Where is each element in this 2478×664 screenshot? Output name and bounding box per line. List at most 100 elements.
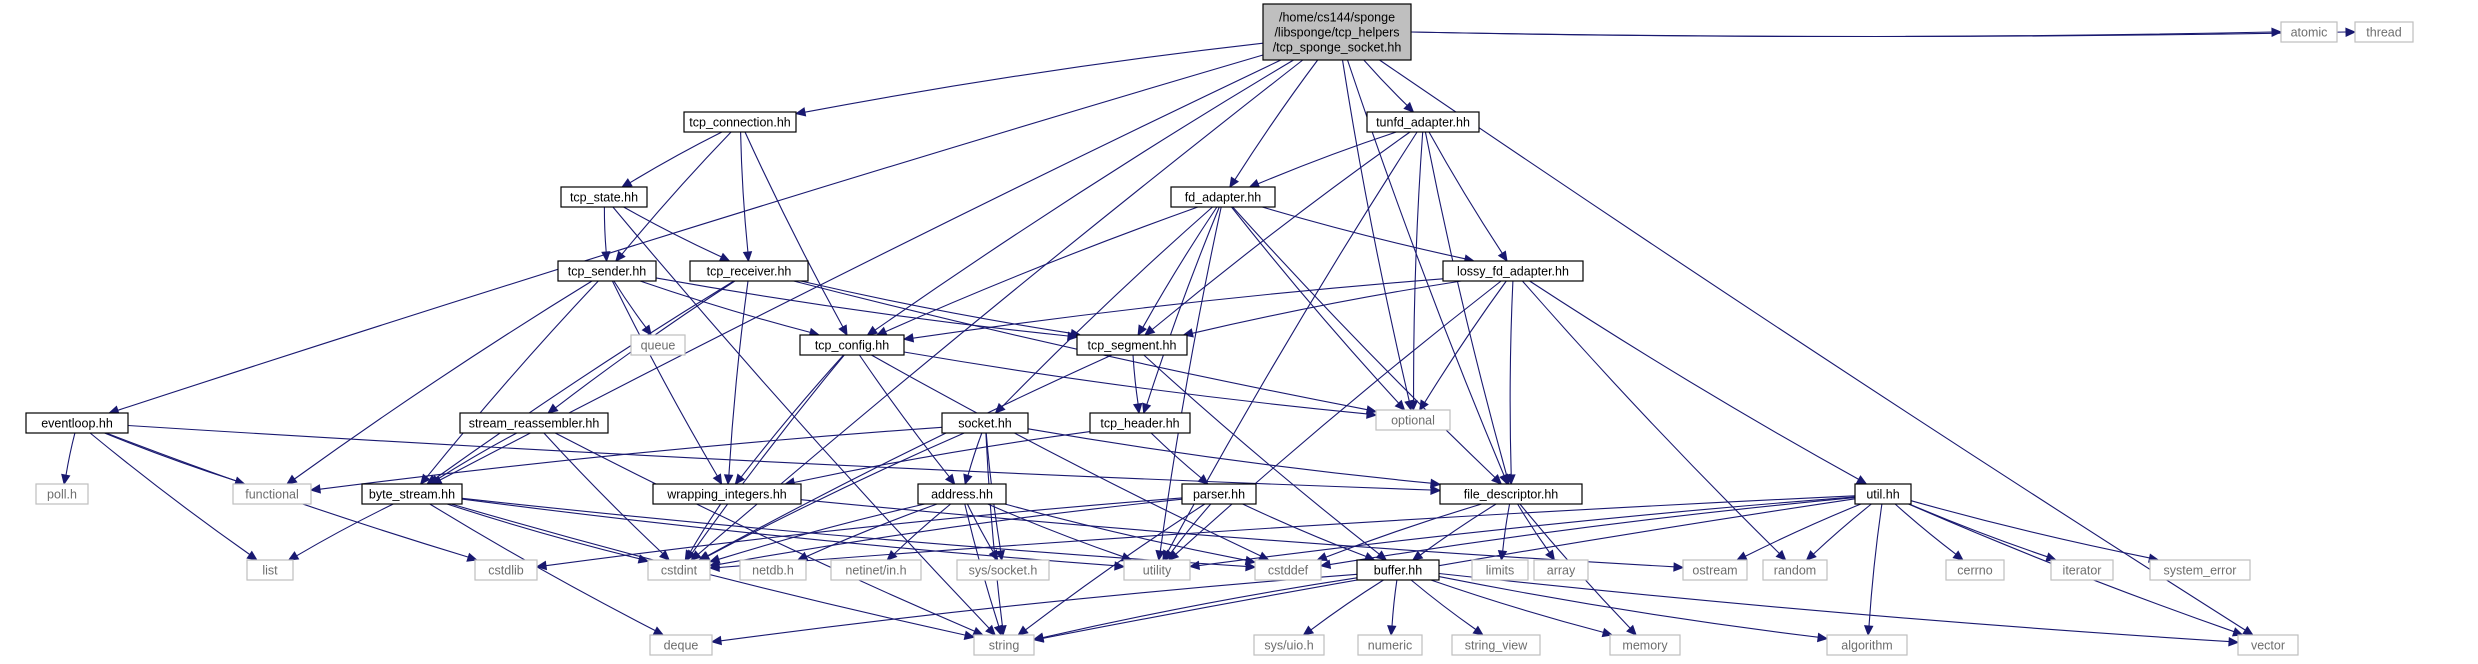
edge-socket-to-file_descriptor <box>1027 428 1442 489</box>
node-label: numeric <box>1368 639 1412 653</box>
edge-tcp_receiver-to-wrapping_integers <box>723 280 749 486</box>
node-lossy-fd-adapter[interactable]: lossy_fd_adapter.hh <box>1442 260 1584 282</box>
edge-eventloop-to-poll_h <box>61 432 76 486</box>
edge-parser-to-cstdlib <box>535 497 1183 571</box>
edge-tunfd_adapter-to-fd_adapter <box>1248 131 1397 188</box>
node-label: parser.hh <box>1193 488 1245 502</box>
node-buffer[interactable]: buffer.hh <box>1356 559 1440 581</box>
edge-lossy_fd_adapter-to-optional <box>1419 280 1507 412</box>
node-fd-adapter[interactable]: fd_adapter.hh <box>1170 186 1276 208</box>
node-cstddef: cstddef <box>1254 559 1322 581</box>
edge-util-to-utility <box>1188 496 1856 570</box>
node-random: random <box>1762 559 1828 581</box>
edge-buffer-to-deque <box>710 573 1358 646</box>
node-label: tcp_state.hh <box>570 191 638 205</box>
edge-tcp_config-to-optional <box>903 351 1378 419</box>
node-label: poll.h <box>47 488 77 502</box>
node-address[interactable]: address.hh <box>917 483 1007 505</box>
node-queue: queue <box>630 334 686 356</box>
node-sys-socket-h: sys/socket.h <box>956 559 1050 581</box>
edge-tcp_connection-to-tcp_sender <box>615 131 732 262</box>
edge-root-to-thread <box>1410 27 2357 38</box>
node-label: util.hh <box>1866 488 1899 502</box>
node-label: array <box>1547 564 1576 578</box>
node-label: limits <box>1486 564 1514 578</box>
edge-wrapping_integers-to-cstdint <box>684 503 722 562</box>
edge-tcp_state-to-string <box>612 206 996 636</box>
edge-socket-to-address <box>963 432 983 486</box>
node-tcp-segment[interactable]: tcp_segment.hh <box>1076 334 1188 356</box>
node-algorithm: algorithm <box>1826 634 1908 656</box>
edge-lossy_fd_adapter-to-util <box>1529 280 1868 485</box>
node-poll-h: poll.h <box>35 483 89 505</box>
edge-tcp_sender-to-tcp_config <box>639 280 821 338</box>
node-parser[interactable]: parser.hh <box>1181 483 1257 505</box>
node-util[interactable]: util.hh <box>1854 483 1912 505</box>
node-root[interactable]: /home/cs144/sponge/libsponge/tcp_helpers… <box>1262 3 1412 61</box>
edge-buffer-to-sys_uio_h <box>1302 579 1384 636</box>
node-label: eventloop.hh <box>41 417 113 431</box>
node-label: tcp_header.hh <box>1100 417 1179 431</box>
node-tcp-state[interactable]: tcp_state.hh <box>560 186 648 208</box>
node-eventloop[interactable]: eventloop.hh <box>25 412 129 434</box>
edge-wrapping_integers-to-ostream <box>800 499 1685 572</box>
edge-fd_adapter-to-file_descriptor <box>1232 206 1503 485</box>
edge-root-to-tunfd_adapter <box>1363 59 1415 113</box>
edge-util-to-random <box>1805 503 1872 561</box>
node-socket[interactable]: socket.hh <box>941 412 1029 434</box>
edge-socket-to-functional <box>309 426 943 494</box>
node-label: utility <box>1143 564 1172 578</box>
edge-tcp_connection-to-tcp_config <box>744 131 848 337</box>
node-array: array <box>1533 559 1589 581</box>
node-tcp-sender[interactable]: tcp_sender.hh <box>557 260 657 282</box>
edge-buffer-to-string_view <box>1410 579 1484 636</box>
node-byte-stream[interactable]: byte_stream.hh <box>361 483 463 505</box>
edge-file_descriptor-to-limits <box>1497 503 1511 562</box>
edge-buffer-to-memory <box>1430 579 1614 638</box>
edge-tunfd_adapter-to-tcp_segment <box>1144 131 1411 336</box>
node-tcp-connection[interactable]: tcp_connection.hh <box>683 111 797 133</box>
node-label: sys/socket.h <box>969 564 1038 578</box>
edge-tcp_connection-to-tcp_state <box>621 131 723 188</box>
node-label: optional <box>1391 414 1435 428</box>
edge-tcp_receiver-to-byte_stream <box>426 280 735 485</box>
edge-byte_stream-to-cstddef <box>461 497 1257 572</box>
edge-tcp_connection-to-tcp_receiver <box>740 131 753 263</box>
node-label: queue <box>641 339 676 353</box>
node-tcp-receiver[interactable]: tcp_receiver.hh <box>689 260 809 282</box>
node-file-descriptor[interactable]: file_descriptor.hh <box>1439 483 1583 505</box>
node-label: cerrno <box>1957 564 1992 578</box>
node-stream-reassembler[interactable]: stream_reassembler.hh <box>459 412 609 434</box>
node-optional: optional <box>1375 409 1451 431</box>
edge-buffer-to-string <box>1032 577 1358 642</box>
node-netinet-in-h: netinet/in.h <box>830 559 922 581</box>
node-sys-uio-h: sys/uio.h <box>1253 634 1325 656</box>
edge-fd_adapter-to-optional <box>1231 206 1406 411</box>
edge-tcp_config-to-wrapping_integers <box>734 354 845 485</box>
node-cerrno: cerrno <box>1945 559 2005 581</box>
node-wrapping-integers[interactable]: wrapping_integers.hh <box>652 483 802 505</box>
node-label: memory <box>1622 639 1668 653</box>
edge-root-to-vector <box>1379 59 2254 636</box>
edge-util-to-ostream <box>1735 503 1862 561</box>
edge-root-to-tcp_config <box>866 59 1294 336</box>
node-label: tcp_connection.hh <box>689 116 791 130</box>
node-tcp-header[interactable]: tcp_header.hh <box>1089 412 1191 434</box>
edge-util-to-cerrno <box>1894 503 1964 561</box>
edge-byte_stream-to-cstdint <box>446 503 650 564</box>
edge-tcp_sender-to-queue <box>613 280 652 336</box>
node-label: tcp_receiver.hh <box>707 265 792 279</box>
node-tcp-config[interactable]: tcp_config.hh <box>799 334 905 356</box>
edge-root-to-fd_adapter <box>1229 59 1319 189</box>
node-deque: deque <box>649 634 713 656</box>
node-tunfd-adapter[interactable]: tunfd_adapter.hh <box>1366 111 1480 133</box>
edge-tunfd_adapter-to-optional <box>1408 131 1424 412</box>
node-label: stream_reassembler.hh <box>469 417 600 431</box>
edge-parser-to-utility <box>1164 503 1212 561</box>
edge-lossy_fd_adapter-to-random <box>1521 280 1787 561</box>
edge-file_descriptor-to-array <box>1517 503 1556 562</box>
edge-tunfd_adapter-to-file_descriptor <box>1424 131 1511 486</box>
node-label: system_error <box>2164 564 2237 578</box>
node-system-error: system_error <box>2149 559 2251 581</box>
